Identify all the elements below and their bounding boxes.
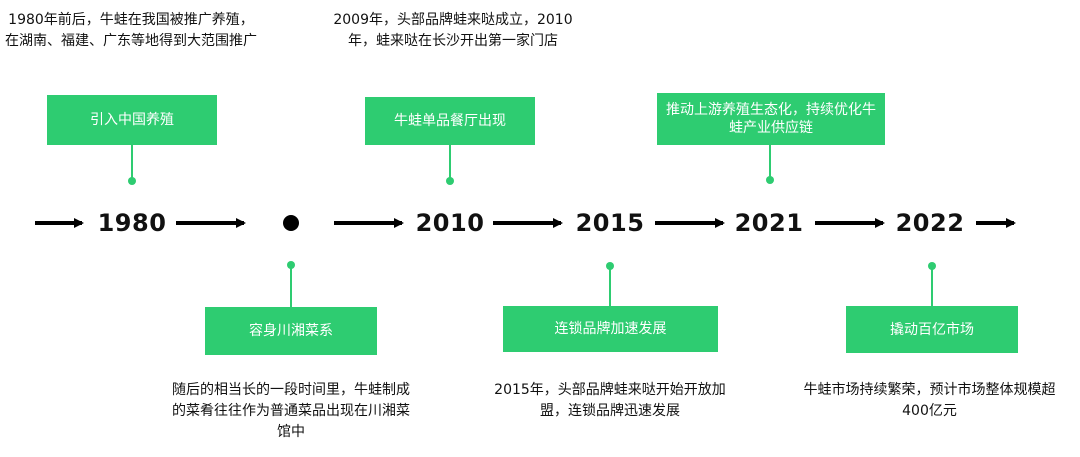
- box-upstream-ecology: 推动上游养殖生态化，持续优化牛蛙产业供应链: [657, 93, 885, 145]
- year-2015: 2015: [575, 209, 645, 237]
- note-2010: 2009年，头部品牌蛙来哒成立，2010年，蛙来哒在长沙开出第一家门店: [333, 12, 573, 49]
- box-chuanxiang: 容身川湘菜系: [205, 307, 377, 355]
- box-billion-market: 撬动百亿市场: [846, 306, 1018, 353]
- note-1980: 1980年前后，牛蛙在我国被推广养殖，在湖南、福建、广东等地得到大范围推广: [5, 12, 257, 49]
- connector-chuanxiang: [290, 265, 292, 307]
- connector-1980: [131, 145, 133, 181]
- connector-2015: [609, 266, 611, 306]
- box-single-restaurant: 牛蛙单品餐厅出现: [365, 97, 535, 145]
- year-2021: 2021: [734, 209, 804, 237]
- year-2022: 2022: [895, 209, 965, 237]
- marker-2010: [446, 177, 454, 185]
- connector-2022: [931, 266, 933, 306]
- marker-1980: [128, 177, 136, 185]
- connector-2010: [449, 145, 451, 181]
- box-introduce-china: 引入中国养殖: [47, 95, 217, 145]
- timeline-dot: [283, 215, 299, 231]
- note-2022: 牛蛙市场持续繁荣，预计市场整体规模超400亿元: [803, 382, 1056, 419]
- year-2010: 2010: [415, 209, 485, 237]
- note-2015: 2015年，头部品牌蛙来哒开始开放加盟，连锁品牌迅速发展: [494, 382, 726, 419]
- marker-2021: [766, 176, 774, 184]
- box-chain-growth: 连锁品牌加速发展: [503, 306, 718, 352]
- note-chuanxiang: 随后的相当长的一段时间里，牛蛙制成的菜肴往往作为普通菜品出现在川湘菜馆中: [172, 382, 410, 440]
- year-1980: 1980: [97, 209, 167, 237]
- connector-2021: [769, 145, 771, 180]
